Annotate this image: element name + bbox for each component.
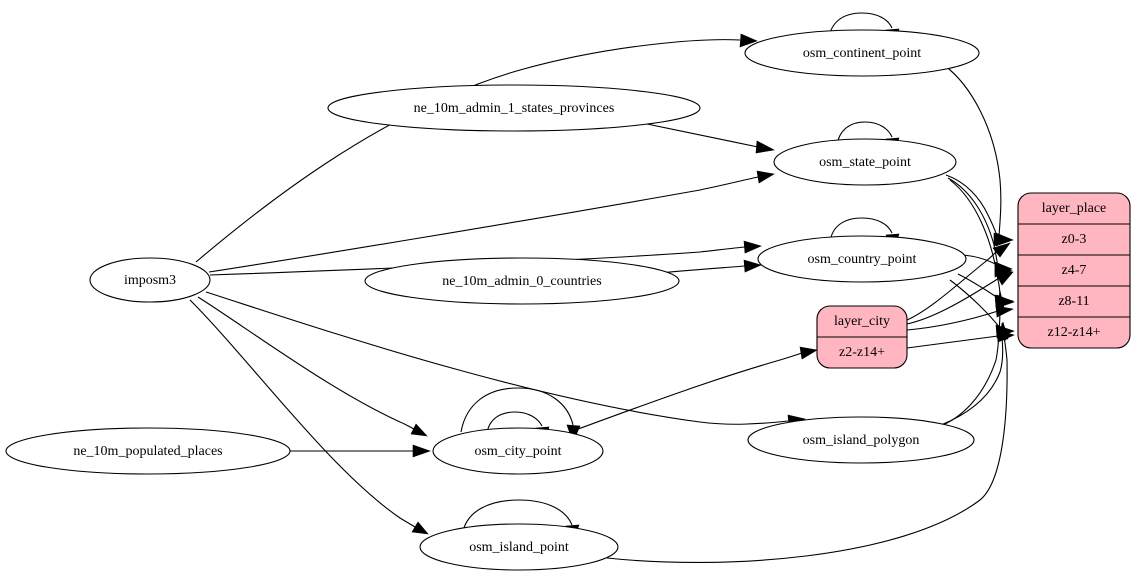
node-label-ne_10m_populated_places: ne_10m_populated_places	[73, 444, 222, 459]
node-label-osm_continent_point: osm_continent_point	[803, 46, 921, 61]
edge-osm_state_point-to-layer_place-z0	[945, 174, 1012, 247]
edge-osm_city_point-to-layer_city	[569, 346, 818, 433]
edge-imposm3-to-osm_city_point	[197, 296, 428, 437]
node-layer: imposm3 ne_10m_admin_1_states_provinces …	[5, 29, 980, 571]
edge-layer_city-to-layer_place-z0	[906, 242, 1011, 321]
record-row-layer_place-z4-7[interactable]: z4-7	[1062, 263, 1087, 278]
edge-ne_10m_admin_0_countries-to-osm_country_point	[659, 259, 762, 274]
edge-imposm3-to-osm_continent_point	[195, 33, 758, 263]
node-ne_10m_admin_0_countries[interactable]: ne_10m_admin_0_countries	[364, 257, 680, 305]
node-label-imposm3: imposm3	[124, 273, 176, 288]
edge-layer_city-to-layer_place-z4	[906, 271, 1014, 325]
record-node-layer_place[interactable]: layer_place z0-3 z4-7 z8-11 z12-z14+	[1017, 192, 1131, 349]
record-row-layer_city-z2-z14plus[interactable]: z2-z14+	[839, 345, 885, 360]
edge-osm_island_polygon-to-layer_place-z8	[937, 290, 1005, 428]
edge-osm_island_polygon-to-layer_place-z12	[940, 322, 1007, 426]
node-label-ne_10m_admin_1_states_provinces: ne_10m_admin_1_states_provinces	[414, 101, 615, 116]
node-label-osm_state_point: osm_state_point	[819, 155, 911, 170]
edge-layer_city-to-layer_place-z8	[906, 305, 1014, 331]
edge-ne_10m_admin_1_states_provinces-to-osm_state_point	[646, 123, 775, 154]
node-osm_country_point[interactable]: osm_country_point	[757, 235, 967, 283]
edge-osm_continent_point-to-layer_place	[943, 64, 1014, 247]
node-osm_island_polygon[interactable]: osm_island_polygon	[747, 416, 975, 464]
record-row-layer_place-z12-z14plus[interactable]: z12-z14+	[1048, 325, 1101, 340]
edge-ne_10m_populated_places-to-osm_city_point	[290, 444, 431, 458]
edge-imposm3-to-osm_island_polygon	[205, 291, 806, 428]
node-label-osm_country_point: osm_country_point	[808, 252, 917, 267]
node-osm_city_point[interactable]: osm_city_point	[432, 427, 604, 475]
record-shell-layer_place	[1017, 192, 1131, 349]
edge-imposm3-to-osm_state_point	[208, 170, 775, 273]
record-row-layer_city-title[interactable]: layer_city	[834, 314, 890, 329]
node-osm_state_point[interactable]: osm_state_point	[773, 138, 957, 186]
node-label-ne_10m_admin_0_countries: ne_10m_admin_0_countries	[442, 274, 601, 289]
record-node-layer_city[interactable]: layer_city z2-z14+	[816, 305, 908, 369]
record-row-layer_place-z8-11[interactable]: z8-11	[1058, 294, 1089, 309]
edge-osm_country_point-to-layer_place-z4	[961, 254, 1013, 276]
edge-layer_city-to-layer_place-z12	[906, 329, 1015, 349]
node-ne_10m_admin_1_states_provinces[interactable]: ne_10m_admin_1_states_provinces	[327, 84, 701, 132]
node-label-osm_island_polygon: osm_island_polygon	[803, 433, 920, 448]
node-osm_island_point[interactable]: osm_island_point	[419, 523, 619, 571]
node-osm_continent_point[interactable]: osm_continent_point	[744, 29, 980, 77]
edge-imposm3-to-osm_island_point	[189, 299, 429, 535]
record-row-layer_place-title[interactable]: layer_place	[1042, 201, 1107, 216]
node-imposm3[interactable]: imposm3	[89, 257, 211, 303]
record-row-layer_place-z0-3[interactable]: z0-3	[1062, 232, 1087, 247]
node-ne_10m_populated_places[interactable]: ne_10m_populated_places	[5, 427, 291, 475]
node-label-osm_city_point: osm_city_point	[474, 444, 561, 459]
node-label-osm_island_point: osm_island_point	[469, 540, 569, 555]
